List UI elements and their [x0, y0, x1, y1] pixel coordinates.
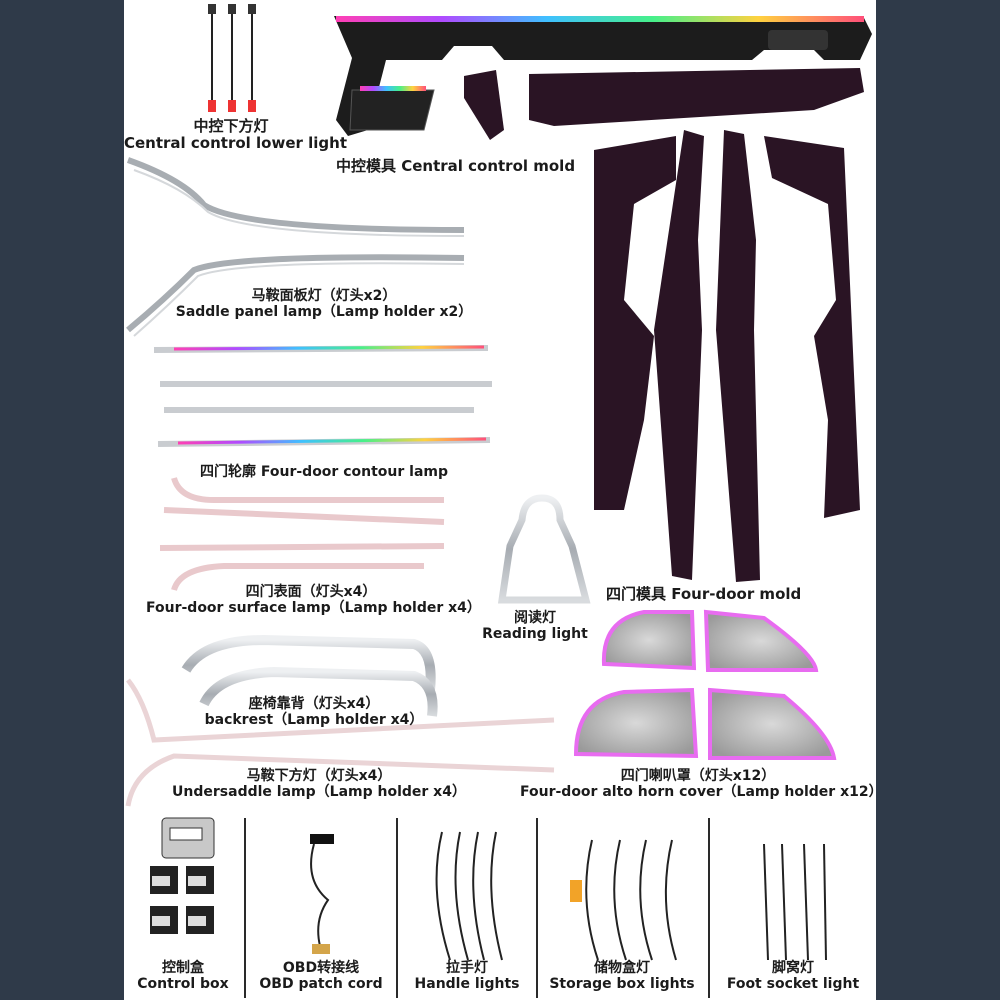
handle-en: Handle lights [414, 976, 520, 993]
central-control-mold [334, 16, 872, 140]
backrest-label: 座椅靠背（灯头x4） backrest（Lamp holder x4） [194, 696, 434, 728]
obd-patch-cord [310, 834, 334, 954]
reading-light-en: Reading light [482, 626, 588, 643]
accessory-label: 拉手灯 Handle lights [400, 960, 534, 992]
horn-cover-label: 四门喇叭罩（灯头x12） Four-door alto horn cover（L… [520, 768, 876, 800]
backrest-lamp [181, 634, 438, 717]
divider [396, 818, 398, 998]
control-box-en: Control box [137, 976, 229, 993]
handle-zh: 拉手灯 [446, 960, 488, 976]
reading-light-zh: 阅读灯 [514, 610, 556, 626]
saddle-panel-label: 马鞍面板灯（灯头x2） Saddle panel lamp（Lamp holde… [174, 288, 474, 320]
saddle-panel-en: Saddle panel lamp（Lamp holder x2） [175, 304, 473, 321]
undersaddle-lamp [125, 678, 555, 807]
four-door-surface-zh: 四门表面（灯头x4） [245, 584, 377, 600]
obd-en: OBD patch cord [259, 976, 383, 993]
central-lower-en: Central control lower light [124, 134, 347, 153]
parts-illustration [125, 4, 872, 961]
four-door-mold-label: 四门模具 Four-door mold [606, 585, 802, 603]
undersaddle-zh: 马鞍下方灯（灯头x4） [246, 768, 392, 784]
undersaddle-en: Undersaddle lamp（Lamp holder x4） [172, 784, 466, 801]
handle-lights [435, 831, 503, 961]
accessory-label: OBD转接线 OBD patch cord [248, 960, 394, 992]
four-door-surface-lamp [159, 476, 445, 592]
control-box [150, 817, 215, 934]
divider [536, 818, 538, 998]
product-sheet: 中控下方灯 Central control lower light 中控模具 C… [124, 0, 876, 1000]
storage-zh: 储物盒灯 [594, 960, 650, 976]
foot-socket-en: Foot socket light [726, 976, 860, 993]
undersaddle-label: 马鞍下方灯（灯头x4） Undersaddle lamp（Lamp holder… [164, 768, 474, 800]
four-door-contour-lamp [153, 345, 492, 447]
four-door-contour-label: 四门轮廓 Four-door contour lamp [200, 464, 449, 480]
saddle-panel-lamp [126, 157, 465, 337]
central-lower-label: 中控下方灯 Central control lower light [124, 117, 347, 153]
accessory-label: 储物盒灯 Storage box lights [538, 960, 706, 992]
central-lower-zh: 中控下方灯 [193, 117, 269, 135]
four-door-surface-en: Four-door surface lamp（Lamp holder x4） [146, 600, 481, 617]
foot-socket-light [763, 843, 827, 961]
central-control-lower-light [208, 4, 256, 112]
foot-socket-zh: 脚窝灯 [772, 960, 814, 976]
four-door-alto-horn-cover [573, 609, 837, 760]
backrest-zh: 座椅靠背（灯头x4） [248, 696, 380, 712]
accessory-label: 脚窝灯 Foot socket light [712, 960, 874, 992]
four-door-surface-label: 四门表面（灯头x4） Four-door surface lamp（Lamp h… [146, 584, 481, 617]
obd-zh: OBD转接线 [282, 960, 360, 976]
four-door-mold [594, 130, 860, 582]
control-box-zh: 控制盒 [162, 960, 204, 976]
horn-cover-en: Four-door alto horn cover（Lamp holder x1… [520, 784, 876, 801]
reading-light [497, 494, 591, 604]
reading-light-label: 阅读灯 Reading light [480, 610, 590, 642]
divider [708, 818, 710, 998]
accessory-label: 控制盒 Control box [124, 960, 242, 992]
saddle-panel-zh: 马鞍面板灯（灯头x2） [251, 288, 397, 304]
divider [244, 818, 246, 998]
horn-cover-zh: 四门喇叭罩（灯头x12） [620, 768, 776, 784]
storage-box-lights [570, 839, 677, 961]
central-mold-label: 中控模具 Central control mold [336, 157, 576, 175]
backrest-en: backrest（Lamp holder x4） [204, 712, 424, 729]
storage-en: Storage box lights [549, 976, 695, 993]
